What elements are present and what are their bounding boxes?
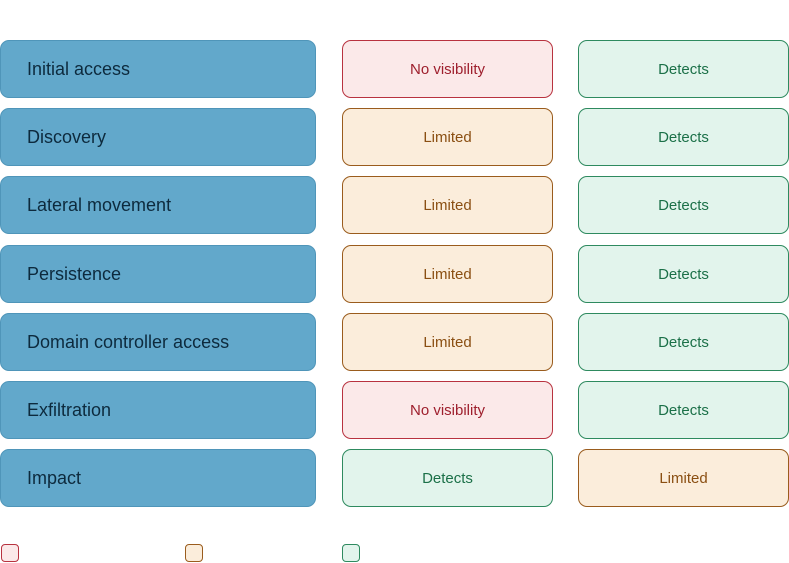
matrix-row: Impact Detects Limited <box>0 449 789 507</box>
coverage-cell-col1: Limited <box>342 313 553 371</box>
coverage-cell-col1: Limited <box>342 245 553 303</box>
matrix-row: Discovery Limited Detects <box>0 108 789 166</box>
stage-discovery: Discovery <box>0 108 316 166</box>
stage-domain-controller-access: Domain controller access <box>0 313 316 371</box>
stage-persistence: Persistence <box>0 245 316 303</box>
stage-lateral-movement: Lateral movement <box>0 176 316 234</box>
legend <box>0 544 789 563</box>
matrix-row: Domain controller access Limited Detects <box>0 313 789 371</box>
coverage-cell-col2: Detects <box>578 40 789 98</box>
coverage-cell-col2: Detects <box>578 176 789 234</box>
matrix-row: Lateral movement Limited Detects <box>0 176 789 234</box>
stage-initial-access: Initial access <box>0 40 316 98</box>
coverage-cell-col1: No visibility <box>342 40 553 98</box>
coverage-cell-col2: Detects <box>578 381 789 439</box>
stage-impact: Impact <box>0 449 316 507</box>
coverage-cell-col1: Limited <box>342 108 553 166</box>
coverage-cell-col2: Limited <box>578 449 789 507</box>
coverage-cell-col2: Detects <box>578 245 789 303</box>
coverage-cell-col2: Detects <box>578 313 789 371</box>
matrix-row: Initial access No visibility Detects <box>0 40 789 98</box>
coverage-cell-col1: Detects <box>342 449 553 507</box>
legend-swatch-detects <box>342 544 360 562</box>
legend-swatch-limited <box>185 544 203 562</box>
stage-exfiltration: Exfiltration <box>0 381 316 439</box>
matrix-row: Exfiltration No visibility Detects <box>0 381 789 439</box>
matrix-row: Persistence Limited Detects <box>0 245 789 303</box>
coverage-cell-col2: Detects <box>578 108 789 166</box>
legend-swatch-no-visibility <box>1 544 19 562</box>
coverage-cell-col1: Limited <box>342 176 553 234</box>
coverage-cell-col1: No visibility <box>342 381 553 439</box>
